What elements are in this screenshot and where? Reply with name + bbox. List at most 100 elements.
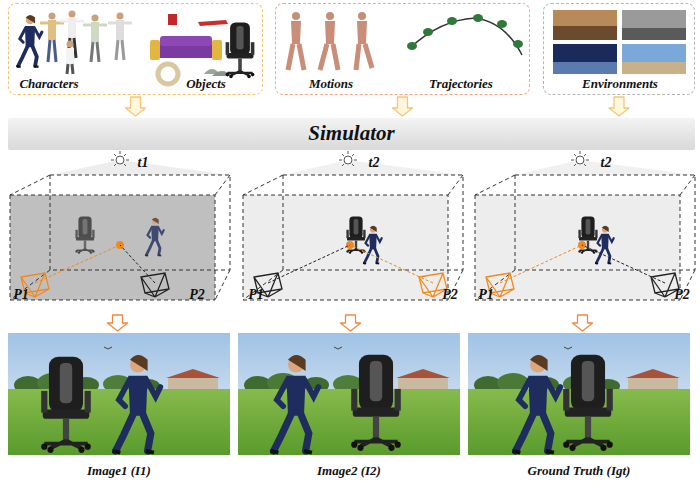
scene-three-part (595, 226, 614, 264)
object-models-part-part (226, 22, 255, 78)
motion-figures-part (292, 12, 300, 20)
scene-three-part (475, 195, 680, 300)
input-group-box: Environments (543, 3, 695, 95)
environment-tiles-part (622, 44, 686, 74)
character-models (16, 11, 132, 75)
motion-figures-part (288, 44, 304, 70)
scene-two-part-part (363, 226, 382, 264)
node-label: Objects (166, 76, 246, 92)
node-label: t1 (131, 155, 155, 171)
scene-three-part-part (578, 217, 597, 254)
node-label: Motions (291, 76, 371, 92)
node-label: P1 (244, 287, 268, 303)
scene-one-part (10, 175, 230, 300)
rendered-image-one (8, 333, 230, 455)
character-models-part (69, 11, 76, 18)
flow-arrow (393, 97, 413, 116)
node-label: Image1 (I1) (8, 463, 230, 479)
rendered-image-three-part (468, 333, 690, 455)
environment-tiles-part (622, 10, 686, 40)
scene-box: t2P1 P2 (238, 155, 463, 313)
node-label: Environments (555, 76, 685, 92)
object-models-part (168, 14, 177, 25)
rendered-image-two-part (270, 355, 318, 453)
rendered-image-three-part (563, 355, 613, 451)
node-label: t2 (362, 155, 386, 171)
scene-two-part-part (346, 217, 365, 254)
scene-two-part-part (339, 151, 357, 166)
scene-one-part (145, 218, 164, 256)
node-label: P1 (474, 287, 498, 303)
environment-tiles-part (553, 10, 617, 40)
character-models-part (117, 13, 124, 20)
character-models-part (16, 15, 42, 67)
node-label: P1 (9, 287, 33, 303)
motion-figures (288, 12, 372, 70)
scene-one-part (120, 245, 155, 283)
scene-one-part (141, 273, 169, 297)
scene-two-part (346, 217, 365, 254)
character-models-part (48, 40, 56, 62)
scene-box: t1P1 P2 (5, 155, 230, 313)
rendered-image-two-part (238, 333, 460, 455)
scene-one-part (10, 195, 215, 300)
input-group-box: Motions Trajectories (275, 3, 530, 95)
scene-two (243, 151, 463, 300)
motion-figures-part (357, 21, 367, 44)
scene-two-part (363, 226, 382, 264)
character-models-part (92, 15, 99, 22)
rendered-image-two-part-part (270, 355, 318, 453)
rendered-image-one-part (112, 355, 160, 453)
node-label: Ground Truth (Igt) (468, 463, 690, 479)
character-models-part (116, 40, 124, 60)
object-models-part (160, 36, 212, 46)
scene-three-part-part (571, 151, 589, 166)
scene-one-part-part (145, 218, 164, 256)
character-models-part (66, 48, 74, 64)
scene-box: t2P1P2 (470, 155, 695, 313)
node-label: Trajectories (411, 76, 511, 92)
scene-three-part (475, 175, 695, 300)
scene-one-part-part (75, 217, 94, 254)
rendered-image-one-part-part (41, 357, 91, 453)
rendered-image-three (468, 333, 690, 455)
rendered-image-one-part-part (112, 355, 160, 453)
character-models-part-part (16, 15, 42, 67)
trajectory-path-part (407, 42, 417, 50)
motion-figures-part (325, 21, 335, 44)
environment-tiles-part (553, 62, 617, 74)
environment-tiles-part (553, 26, 617, 40)
motion-figures-part (320, 44, 338, 70)
environment-tiles-part (553, 44, 617, 74)
character-models-part (83, 24, 107, 27)
rendered-image-two (238, 333, 460, 455)
motion-figures-part (326, 12, 334, 20)
scene-three (475, 151, 695, 300)
rendered-image-two-part-part (351, 355, 401, 451)
scene-two-part (243, 175, 463, 300)
rendered-image-two-part (351, 355, 401, 451)
object-models (150, 14, 254, 84)
rendered-image-one-part (41, 357, 91, 453)
scene-three-part-part (595, 226, 614, 264)
flow-arrow (108, 315, 128, 331)
object-models-part (156, 44, 216, 58)
node-label: P2 (185, 287, 209, 303)
character-models-part (91, 42, 99, 62)
motion-figures-part (291, 21, 301, 44)
scene-two-part (339, 151, 357, 166)
rendered-image-three-part-part (512, 355, 560, 453)
character-models-part (49, 13, 56, 20)
environment-tiles (553, 10, 686, 74)
scene-one-part (111, 151, 129, 166)
trajectory-path-part (497, 20, 507, 28)
node-label: P2 (438, 287, 462, 303)
simulator-band: Simulator (8, 118, 695, 150)
object-models-part (150, 40, 160, 60)
trajectory-path-part (423, 28, 433, 36)
scene-one-part-part (111, 151, 129, 166)
trajectory-path-part (410, 18, 522, 55)
trajectory-path (407, 14, 523, 55)
